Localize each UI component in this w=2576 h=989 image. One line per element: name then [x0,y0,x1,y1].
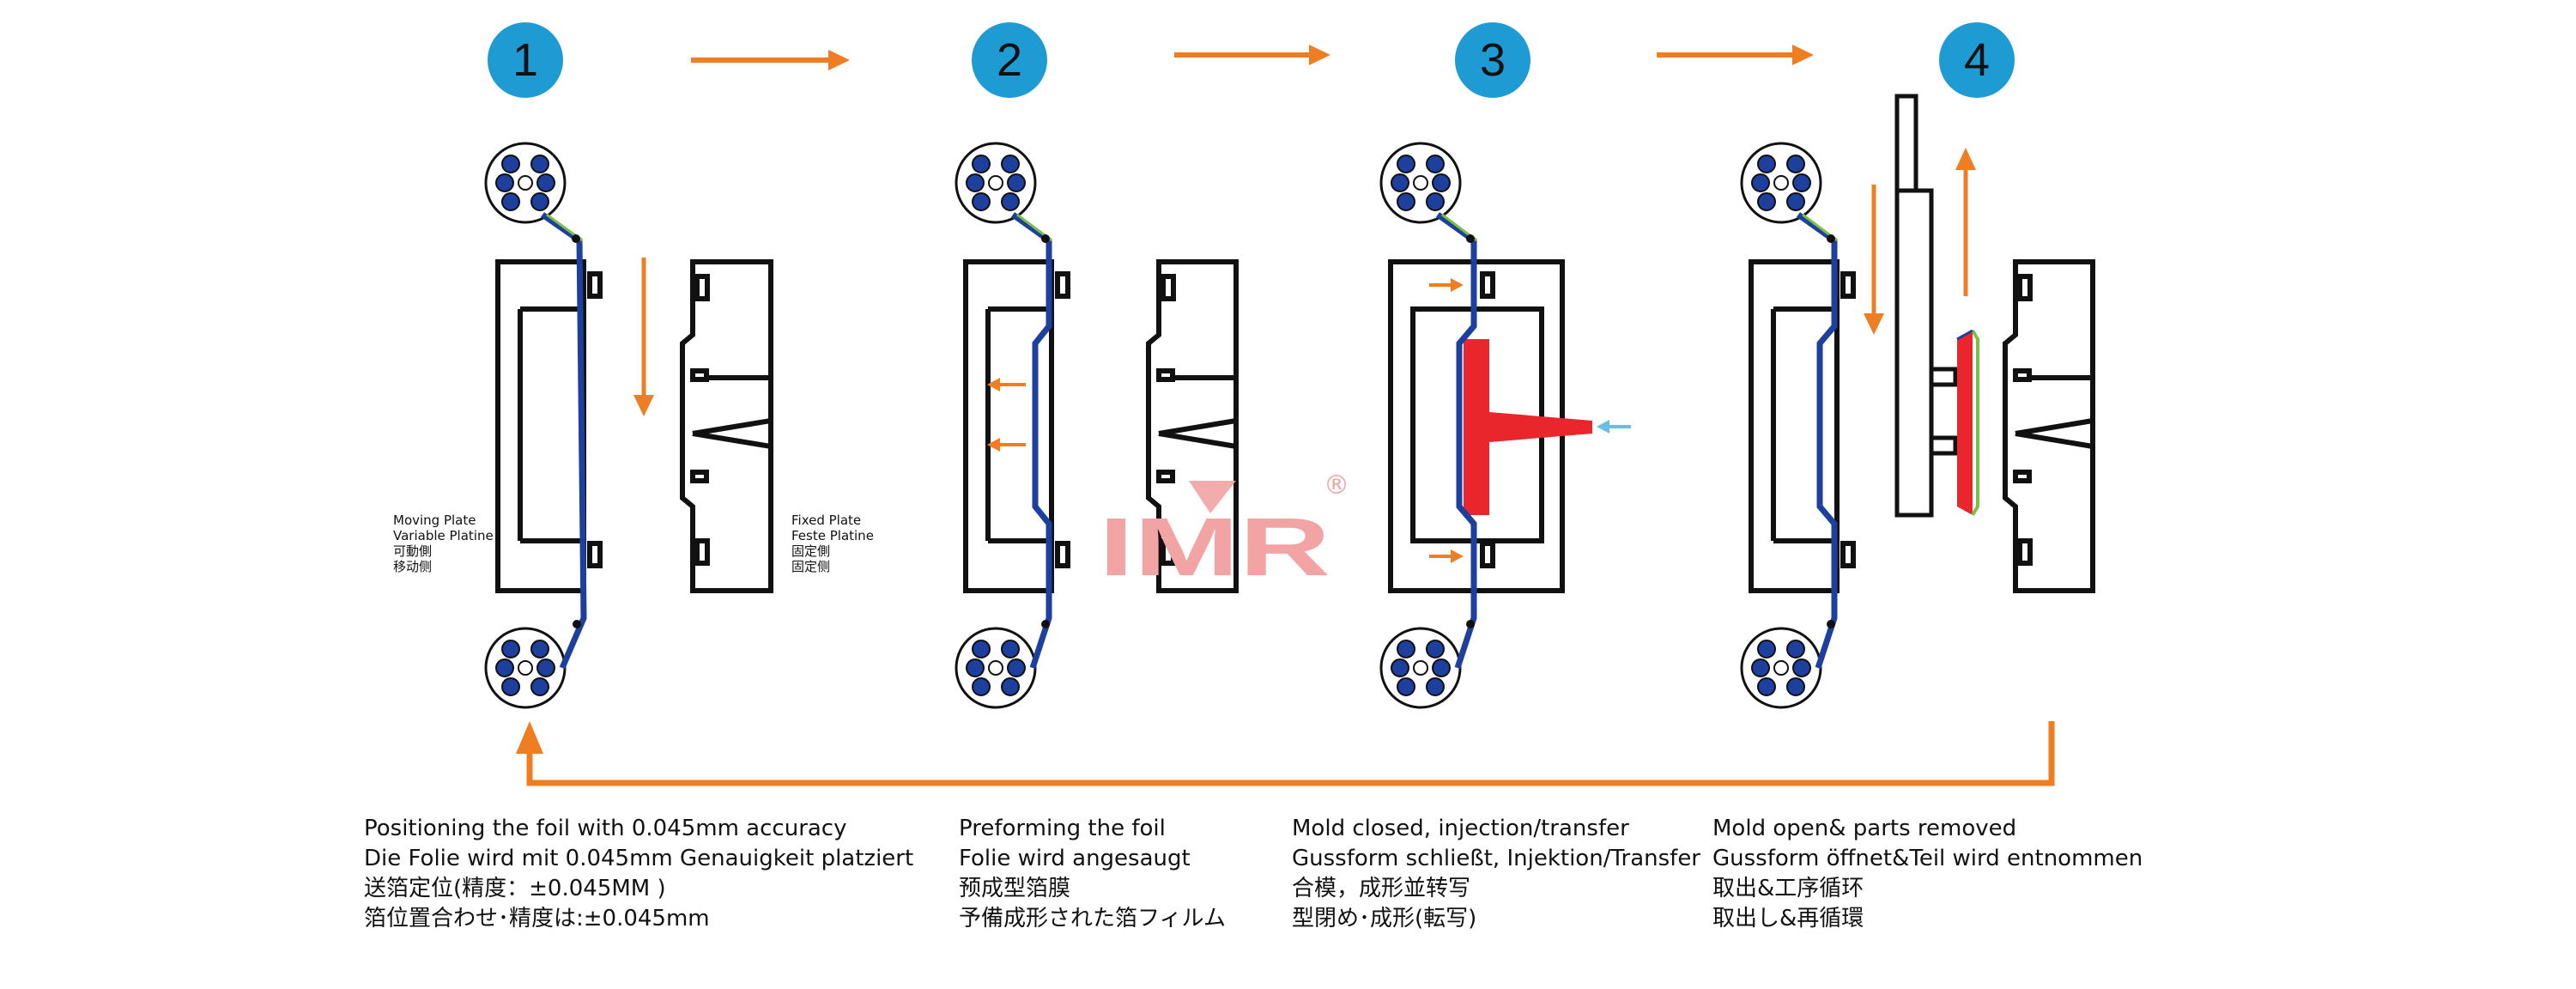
caption-step-3: Mold closed, injection/transfer Gussform… [1292,816,1700,931]
top-foil-roll-icon [1740,142,1822,224]
moving-plate [963,259,1070,593]
injection-arrow [1597,420,1631,434]
step-2-badge: 2 [972,22,1047,98]
caption-step-4: Mold open& parts removed Gussform öffnet… [1712,816,2143,931]
robot-arm [1894,94,1958,518]
caption-step-1: Positioning the foil with 0.045mm accura… [364,816,914,931]
bottom-foil-roll-icon [1379,627,1462,709]
step-1-badge: 1 [488,22,563,98]
foil-strip [1796,212,1838,670]
loop-back-arrow [516,721,2055,786]
moving-plate [1749,259,1856,593]
fixed-plate [1146,259,1239,593]
stage-3 [1379,142,1631,709]
arm-motion-arrows [1864,148,1976,335]
top-foil-roll-icon [1379,142,1462,224]
top-foil-roll-icon [484,142,567,224]
logo-registered-mark: ® [1324,470,1349,501]
top-foil-roll-icon [955,142,1037,224]
foil-strip [1435,212,1477,670]
caption-step-2: Preforming the foil Folie wird angesaugt… [959,816,1226,931]
down-arrow [633,258,654,416]
fixed-plate-label: Fixed Plate Feste Platine 固定側 固定侧 [791,513,874,574]
logo-text: IMR [1099,501,1330,593]
imr-logo: IMR ® [1099,470,1349,593]
suction-arrows [987,378,1026,452]
fixed-plate [2003,259,2095,593]
stage-2 [955,142,1239,709]
step-4-number: 4 [1964,34,1990,86]
step-4-badge: 4 [1939,22,2015,98]
molded-part [1956,329,1979,517]
stage-1 [484,142,773,709]
stage-4 [1740,94,2095,709]
step-3-number: 3 [1480,34,1506,86]
bottom-foil-roll-icon [955,627,1037,709]
step-2-number: 2 [997,34,1022,86]
clamp-arrows [1429,278,1464,563]
step-1-number: 1 [512,34,538,86]
step-arrows [691,45,1814,70]
bottom-foil-roll-icon [1740,627,1822,709]
bottom-foil-roll-icon [484,627,567,709]
fixed-plate [680,259,773,593]
step-3-badge: 3 [1455,22,1530,98]
moving-plate-label: Moving Plate Variable Platine 可動側 移动侧 [393,513,494,574]
foil-strip [1010,212,1052,670]
resin-fill [1464,339,1592,515]
foil-strip [540,212,587,670]
